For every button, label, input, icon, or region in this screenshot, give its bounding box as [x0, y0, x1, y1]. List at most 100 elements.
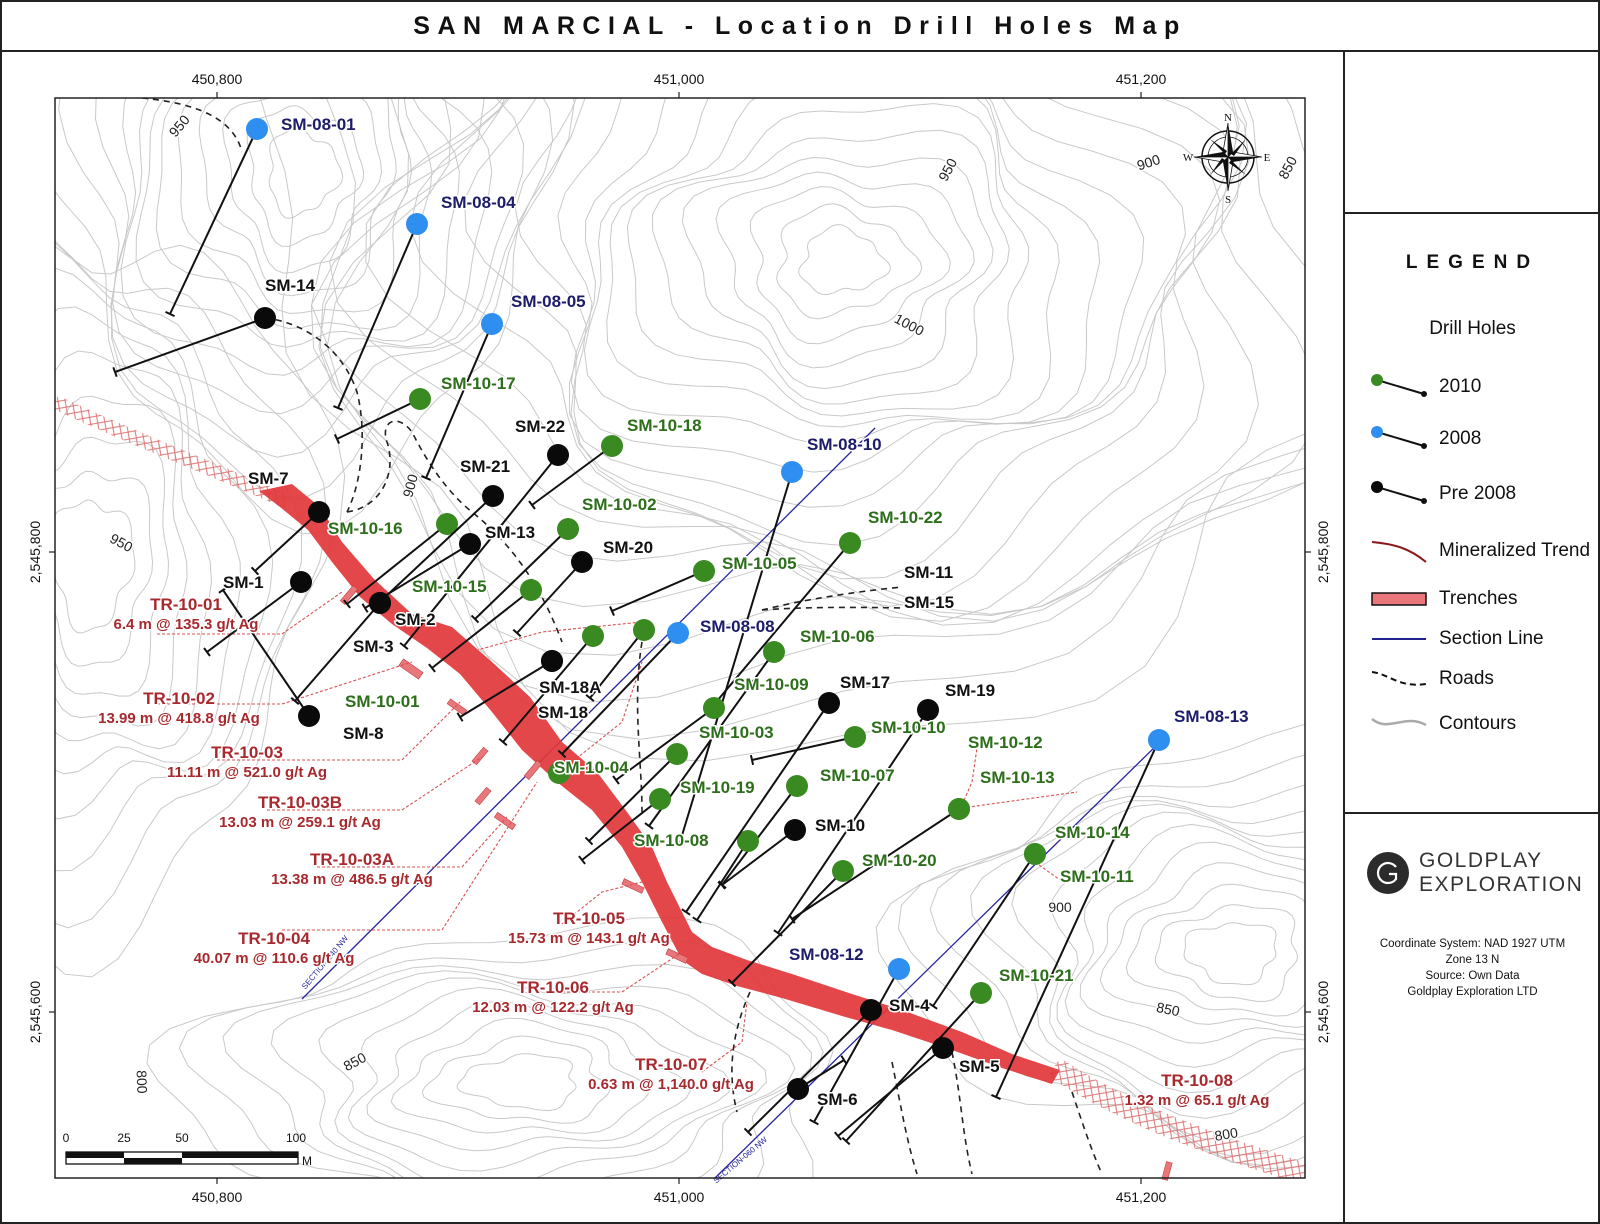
trench-assay: 0.63 m @ 1,140.0 g/t Ag [588, 1076, 754, 1093]
drill-trace [403, 454, 559, 647]
drill-trace-end [743, 1127, 753, 1137]
drill-trace-end [203, 647, 211, 657]
drill-collar[interactable] [763, 641, 785, 663]
drill-hole-label: SM-08-05 [511, 292, 586, 311]
drill-trace [995, 739, 1160, 1098]
trench-assay: 12.03 m @ 122.2 g/t Ag [472, 999, 634, 1016]
drill-collar[interactable] [409, 388, 431, 410]
contour-line [1125, 883, 1305, 1017]
drill-collar[interactable] [547, 444, 569, 466]
drill-collar[interactable] [667, 622, 689, 644]
drill-collar[interactable] [839, 532, 861, 554]
drill-trace-end [585, 694, 595, 702]
drill-trace [716, 542, 851, 702]
drill-collar[interactable] [832, 860, 854, 882]
drill-trace [474, 528, 569, 620]
contour-line [409, 98, 1250, 607]
drill-hole-label: SM-10-07 [820, 766, 895, 785]
drill-collar[interactable] [298, 705, 320, 727]
drill-collar[interactable] [571, 551, 593, 573]
drill-trace-end [841, 1136, 851, 1146]
drill-collar[interactable] [703, 697, 725, 719]
contour-line [570, 98, 1145, 473]
drill-trace-end [528, 500, 536, 510]
drill-collar[interactable] [844, 726, 866, 748]
drill-collar[interactable] [737, 830, 759, 852]
drill-collar[interactable] [548, 762, 570, 784]
trench-labels: TR-10-016.4 m @ 135.3 g/t AgTR-10-0213.9… [97, 594, 1271, 1111]
contour-line [929, 784, 1305, 1157]
drill-collar[interactable] [932, 1037, 954, 1059]
drill-collar[interactable] [369, 592, 391, 614]
contour-line [55, 240, 328, 929]
drill-collar[interactable] [481, 313, 503, 335]
drill-trace-end [512, 628, 522, 638]
contour-line [463, 98, 1241, 580]
drill-collar[interactable] [520, 579, 542, 601]
drill-collar[interactable] [888, 958, 910, 980]
drill-collar[interactable] [436, 513, 458, 535]
drill-trace-end [470, 614, 480, 624]
drill-collar[interactable] [649, 788, 671, 810]
trench-assay: 15.73 m @ 143.1 g/t Ag [508, 930, 670, 947]
drill-collar[interactable] [970, 982, 992, 1004]
contour-line [55, 267, 274, 820]
drill-trace-end [928, 1002, 938, 1010]
drill-collar[interactable] [786, 775, 808, 797]
map-title: SAN MARCIAL - Location Drill Holes Map [413, 11, 1187, 40]
drill-hole-label: SM-10 [815, 816, 865, 835]
drill-collar[interactable] [948, 798, 970, 820]
drill-collar[interactable] [246, 118, 268, 140]
contour-label: 800 [1213, 1124, 1239, 1144]
drill-trace-end [399, 642, 409, 650]
drill-collar[interactable] [781, 461, 803, 483]
drill-collar[interactable] [1148, 729, 1170, 751]
scale-unit: M [302, 1154, 312, 1168]
x-tick-top-3: 451,200 [1116, 71, 1167, 87]
drill-collar[interactable] [787, 1078, 809, 1100]
drill-hole-label: SM-10-09 [734, 675, 809, 694]
trench-assay: 11.11 m @ 521.0 g/t Ag [167, 764, 327, 781]
drill-hole-label: SM-10-04 [554, 758, 629, 777]
trench-leaders [157, 591, 1078, 1073]
drill-collar[interactable] [666, 743, 688, 765]
drill-collar[interactable] [693, 560, 715, 582]
contour-line [421, 1035, 611, 1124]
blue-drill-hole-icon [1371, 426, 1427, 449]
drill-collar[interactable] [254, 307, 276, 329]
drill-hole-label: SM-10-14 [1055, 823, 1130, 842]
green-drill-hole-icon [1371, 374, 1427, 397]
drill-collar[interactable] [541, 650, 563, 672]
contour-line [776, 203, 923, 320]
drill-trace-end [612, 775, 620, 785]
drill-hole-labels: SM-08-01SM-08-04SM-08-05SM-08-10SM-08-08… [222, 114, 1251, 1111]
drill-trace [459, 660, 553, 718]
drill-collar[interactable] [601, 435, 623, 457]
drill-collar[interactable] [784, 819, 806, 841]
drill-hole-label: SM-10-22 [868, 508, 943, 527]
drill-collar[interactable] [582, 625, 604, 647]
drill-trace [837, 1047, 944, 1137]
drill-collar[interactable] [917, 699, 939, 721]
legend-item-contours: Contours [1369, 709, 1516, 739]
drill-collar[interactable] [290, 571, 312, 593]
drill-collar[interactable] [557, 518, 579, 540]
contour-line [55, 470, 154, 667]
drill-trace-end [840, 1055, 848, 1065]
drill-trace-end [718, 880, 726, 890]
drill-collar[interactable] [459, 533, 481, 555]
east-label: E [1264, 152, 1271, 164]
mineralized-trend-icon [1371, 541, 1427, 563]
drill-collar[interactable] [308, 501, 330, 523]
title-bar: SAN MARCIAL - Location Drill Holes Map [2, 2, 1598, 52]
drill-collar[interactable] [818, 692, 840, 714]
drill-trace [721, 829, 796, 886]
drill-collar[interactable] [1024, 843, 1046, 865]
drill-collar[interactable] [482, 485, 504, 507]
trench-assay: 13.03 m @ 259.1 g/t Ag [219, 814, 381, 831]
drill-collar[interactable] [406, 213, 428, 235]
drill-collar[interactable] [633, 619, 655, 641]
legend-item-trenches: Trenches [1369, 584, 1518, 614]
drill-collar[interactable] [860, 999, 882, 1021]
